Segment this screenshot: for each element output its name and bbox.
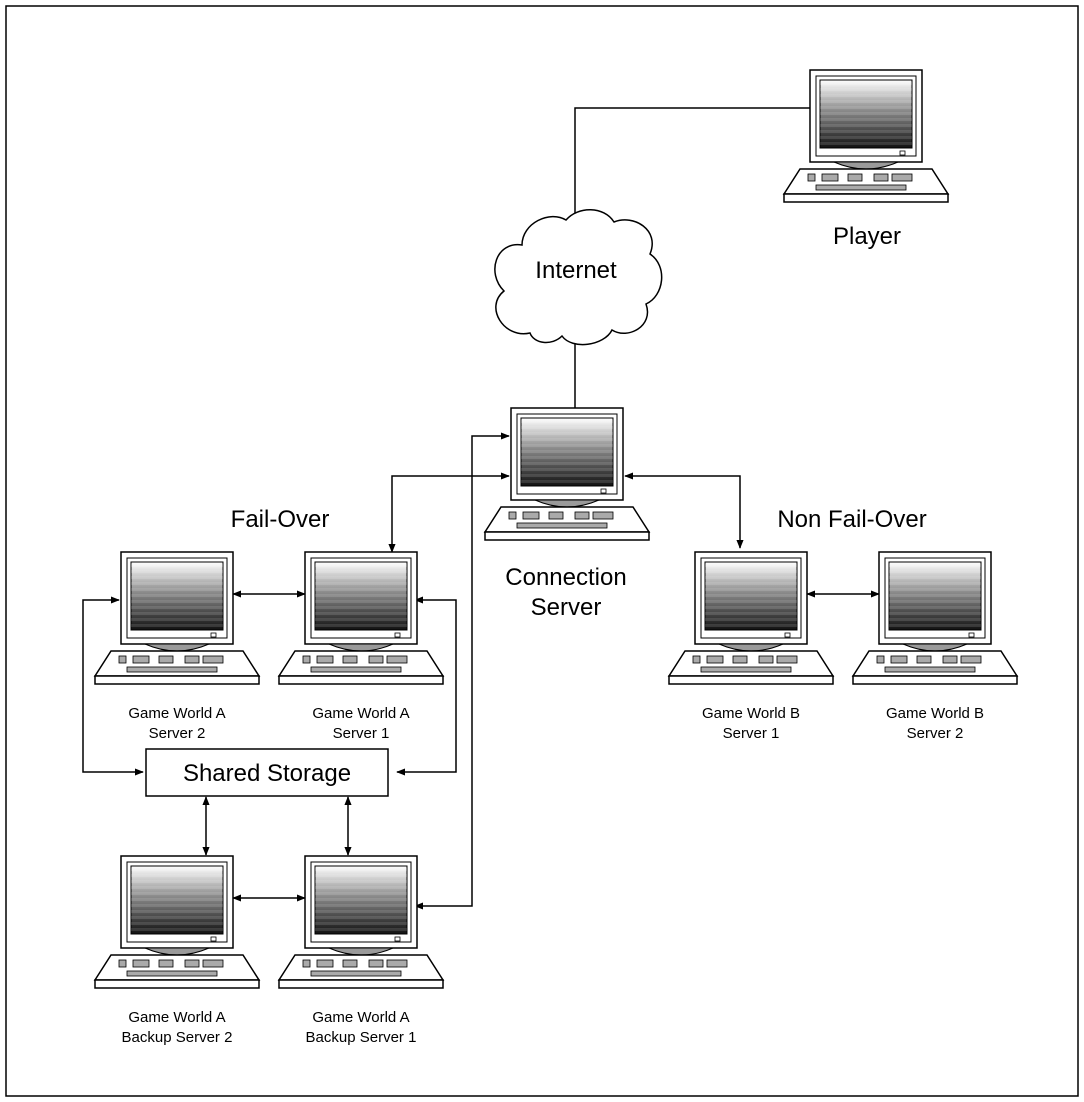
shared-storage-box [145, 748, 389, 797]
connection-server-label-line2: Server [531, 594, 602, 621]
internet-cloud [494, 209, 663, 346]
gwa-backup1-label-line2: Backup Server 1 [306, 1029, 417, 1046]
gwa-server2-label-line2: Server 2 [149, 725, 206, 742]
connection-server-computer-icon [484, 407, 650, 541]
conn-gwb-server1-link [624, 472, 744, 549]
gwa-s1-storage-link [396, 596, 457, 776]
gwa-server2-label-line1: Game World A [128, 705, 225, 722]
gwa-backup2-label-line1: Game World A [128, 1009, 225, 1026]
connection-server-label-line1: Connection [505, 564, 626, 591]
player-computer-icon [783, 69, 949, 203]
gwa-backup1-computer-icon [278, 855, 444, 989]
shared-storage-label: Shared Storage [183, 760, 351, 787]
gwa-server1-computer-icon [278, 551, 444, 685]
gwa-backup1-label-line1: Game World A [312, 1009, 409, 1026]
gwb-server1-label-line2: Server 1 [723, 725, 780, 742]
internet-label: Internet [535, 257, 617, 284]
gwb-server2-label-line1: Game World B [886, 705, 984, 722]
gwa-server1-label-line1: Game World A [312, 705, 409, 722]
fail-over-heading: Fail-Over [231, 506, 330, 533]
gwb-server1-label-line1: Game World B [702, 705, 800, 722]
gwa-backup2-label-line2: Backup Server 2 [122, 1029, 233, 1046]
gwa-server1-label-line2: Server 1 [333, 725, 390, 742]
diagram-frame [5, 5, 1079, 1097]
internet-player-link [574, 107, 810, 214]
gwa-s2-storage-link [82, 596, 144, 776]
player-label: Player [833, 223, 901, 250]
conn-gwa-backup1-link [414, 432, 510, 910]
non-fail-over-heading: Non Fail-Over [777, 506, 926, 533]
gwa-server2-computer-icon [94, 551, 260, 685]
gwb-server2-label-line2: Server 2 [907, 725, 964, 742]
gwb-server1-computer-icon [668, 551, 834, 685]
gwb-server2-computer-icon [852, 551, 1018, 685]
gwa-backup2-computer-icon [94, 855, 260, 989]
